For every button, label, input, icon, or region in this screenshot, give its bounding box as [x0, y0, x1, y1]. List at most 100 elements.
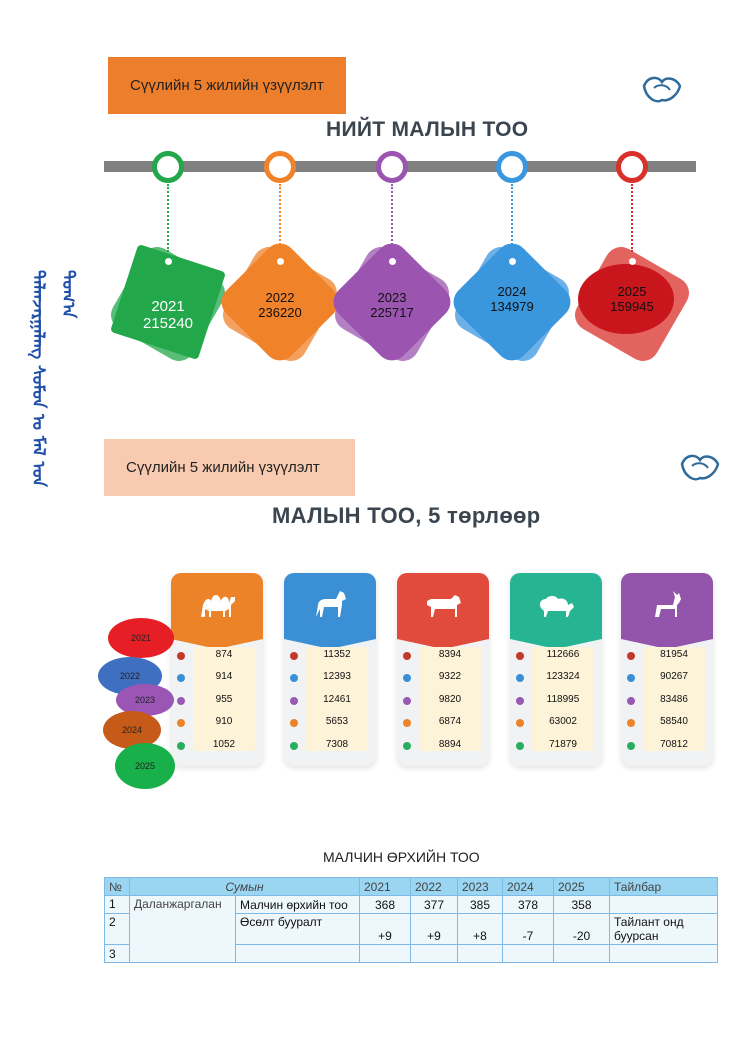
pin-hole	[629, 258, 636, 265]
card-value: 8394	[438, 649, 462, 660]
timeline-connector	[511, 184, 513, 252]
year-dot	[290, 652, 298, 660]
row-name: Малчин өрхийн тоо	[235, 895, 360, 914]
year-dot	[516, 719, 524, 727]
card-value: 123324	[546, 671, 580, 682]
legend-year-text: 2022	[119, 671, 141, 681]
year-text: 2023	[377, 290, 407, 305]
card-value: 71879	[549, 739, 577, 750]
card-value: 70812	[660, 739, 688, 750]
section-label-types: Сүүлийн 5 жилийн үзүүлэлт	[104, 439, 355, 496]
row-value	[410, 944, 458, 963]
animal-card-goat: 81954 90267 83486 58540 70812	[621, 573, 713, 766]
year-dot	[177, 719, 185, 727]
card-value: 12461	[323, 694, 351, 705]
row-no: 3	[104, 944, 130, 963]
card-value: 910	[215, 716, 233, 727]
timeline-ring-1	[264, 151, 296, 183]
card-value: 9820	[438, 694, 462, 705]
card-value: 9322	[438, 671, 462, 682]
card-value: 83486	[660, 694, 688, 705]
card-value: 118995	[546, 694, 580, 705]
legend-year-4: 2025	[115, 743, 175, 789]
card-value: 63002	[549, 716, 577, 727]
year-dot	[627, 719, 635, 727]
section-label-text: Сүүлийн 5 жилийн үзүүлэлт	[126, 459, 320, 476]
row-value: 358	[553, 895, 610, 914]
livestock-logo-icon	[642, 76, 682, 103]
card-value: 955	[215, 694, 233, 705]
card-header	[284, 573, 376, 649]
year-text: 2021	[151, 298, 185, 315]
year-dot	[403, 742, 411, 750]
timeline-connector	[391, 184, 393, 252]
row-value: -7	[502, 913, 554, 945]
table-header-row: № Сумын 2021 2022 2023 2024 2025 Тайлбар	[104, 877, 718, 896]
row-note: Тайлант онд буурсан	[609, 913, 718, 945]
card-value: 8894	[438, 739, 462, 750]
livestock-by-type-title: МАЛЫН ТОО, 5 төрлөөр	[272, 503, 541, 528]
timeline-connector	[631, 184, 633, 252]
card-values: 8394 9322 9820 6874 8894	[403, 647, 481, 751]
year-dot	[516, 742, 524, 750]
year-dot	[403, 652, 411, 660]
card-values: 81954 90267 83486 58540 70812	[627, 647, 705, 751]
card-value: 6874	[438, 716, 462, 727]
header-note: Тайлбар	[609, 877, 718, 896]
pin-hole	[509, 258, 516, 265]
livestock-logo-icon	[680, 454, 720, 481]
year-text: 2025	[617, 284, 647, 299]
row-value: 368	[359, 895, 411, 914]
timeline-ring-0	[152, 151, 184, 183]
legend-year-0: 2021	[108, 618, 174, 658]
goat-icon	[655, 591, 681, 617]
total-value-text: 225717	[370, 305, 414, 320]
year-text: 2022	[265, 290, 295, 305]
animal-card-cow: 8394 9322 9820 6874 8894	[397, 573, 489, 766]
sheep-icon	[539, 596, 574, 617]
year-dot	[290, 719, 298, 727]
card-value: 5653	[325, 716, 349, 727]
timeline-ring-3	[496, 151, 528, 183]
herder-households-title: МАЛЧИН ӨРХИЙН ТОО	[323, 849, 480, 865]
legend-year-text: 2025	[134, 761, 156, 771]
card-value: 874	[215, 649, 233, 660]
year-dot	[516, 697, 524, 705]
card-value: 90267	[660, 671, 688, 682]
header-2023: 2023	[457, 877, 503, 896]
header-2022: 2022	[410, 877, 458, 896]
year-dot	[516, 674, 524, 682]
section-label-text: Сүүлийн 5 жилийн үзүүлэлт	[130, 77, 324, 94]
header-sum: Сумын	[129, 877, 360, 896]
header-2025: 2025	[553, 877, 610, 896]
card-value: 914	[215, 671, 233, 682]
year-dot	[290, 697, 298, 705]
year-dot	[177, 697, 185, 705]
horse-icon	[316, 591, 346, 617]
row-value	[457, 944, 503, 963]
year-text: 2024	[497, 284, 527, 299]
table-row: 2 Өсөлт бууралт +9 +9 +8 -7 -20 Тайлант …	[104, 913, 718, 945]
card-value: 58540	[660, 716, 688, 727]
year-dot	[177, 652, 185, 660]
year-shape	[578, 264, 674, 334]
row-name	[235, 944, 360, 963]
row-note	[609, 895, 718, 914]
card-header	[171, 573, 263, 649]
card-value: 81954	[660, 649, 688, 660]
vertical-mongolian-text: ᠳᠠᠯᠠᠨᠵᠠᠷᠭᠠᠯᠠᠩ ᠰᠤᠮᠤᠨ ᠤ ᠮᠠᠯ ᠤᠨ ᠲᠣᠭ᠎ᠠ	[28, 270, 78, 487]
row-value: +9	[410, 913, 458, 945]
legend-year-text: 2021	[130, 633, 152, 643]
cow-icon	[427, 595, 461, 617]
total-value-text: 215240	[142, 315, 194, 332]
year-dot	[290, 674, 298, 682]
